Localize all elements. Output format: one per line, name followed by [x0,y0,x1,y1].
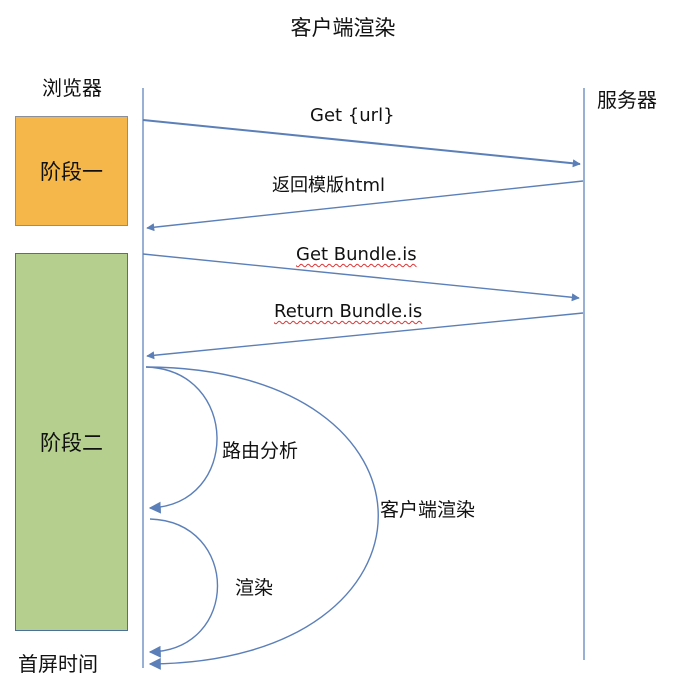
browser-label: 浏览器 [42,76,102,100]
render-arc [148,518,219,658]
get-bundle-label: Get Bundle.is [296,244,417,265]
stage-two-label: 阶段二 [40,431,103,455]
return-bundle-arrow [146,312,584,360]
get-bundle-arrow [142,253,580,302]
diagram-title: 客户端渲染 [290,16,396,40]
get-url-label: Get {url} [310,105,395,126]
render-label: 渲染 [235,577,274,599]
route-analysis-label: 路由分析 [222,440,299,462]
return-bundle-label: Return Bundle.is [274,301,423,322]
get-url-arrow [142,119,581,168]
return-template-label: 返回模版html [272,175,386,196]
client-render-label: 客户端渲染 [380,499,476,521]
route-analysis-arc [145,366,218,514]
return-template-arrow [146,180,584,232]
server-label: 服务器 [597,88,657,112]
stage-one-label: 阶段一 [40,160,103,184]
stage-one-box: 阶段一 [15,116,128,226]
client-render-arc [145,366,379,670]
stage-two-box: 阶段二 [15,253,128,631]
first-screen-time-label: 首屏时间 [18,652,98,676]
